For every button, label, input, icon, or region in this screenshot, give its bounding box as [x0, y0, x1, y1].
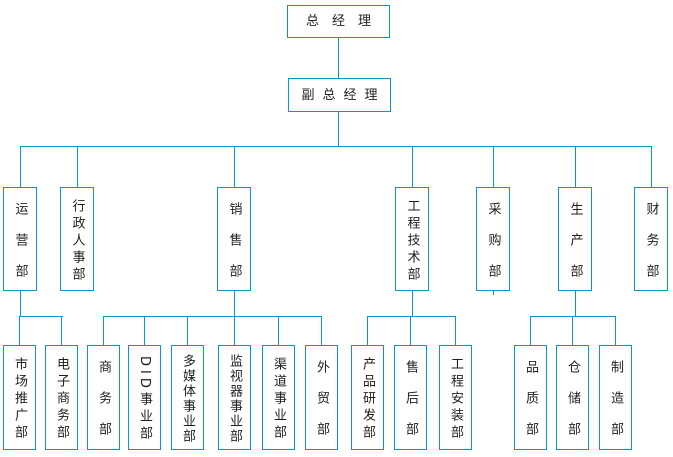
connector-drop-purchasing — [493, 146, 494, 187]
connector-drop-production — [575, 146, 576, 187]
org-node-label: 电子商务部 — [54, 357, 69, 442]
connector-drop-monitor-business — [234, 316, 235, 345]
connector-bus-production-children — [530, 316, 616, 317]
org-node-multimedia-business-dept: 多媒体事业部 — [171, 345, 204, 450]
connector-drop-admin-hr — [77, 146, 78, 187]
connector-bus-engineering-children — [367, 316, 456, 317]
org-node-product-rd-dept: 产品研发部 — [351, 345, 384, 450]
org-node-label: 监视器事业部 — [227, 353, 242, 444]
connector-drop-commerce — [103, 316, 104, 345]
connector-drop-sales — [234, 146, 235, 187]
org-node-label: 财务部 — [643, 201, 659, 295]
connector-drop-foreign-trade — [321, 316, 322, 345]
org-node-channel-business-dept: 渠道事业部 — [262, 345, 295, 450]
connector-stub-sales — [234, 291, 235, 316]
org-node-did-business-dept: DID事业部 — [128, 345, 161, 450]
org-node-operations-dept: 运营部 — [3, 187, 37, 295]
org-node-label: 外贸部 — [314, 360, 329, 453]
connector-stub-operations — [20, 291, 21, 316]
org-node-manufacturing-dept: 制造部 — [599, 345, 632, 453]
org-node-label: 渠道事业部 — [271, 357, 286, 442]
org-node-label: 总经理 — [305, 14, 384, 29]
org-node-label: 制造部 — [608, 360, 623, 453]
connector-drop-after-sales — [410, 316, 411, 345]
connector-stub-purchasing — [493, 291, 494, 295]
connector-drop-manufacturing — [615, 316, 616, 345]
connector-drop-multimedia-business — [187, 316, 188, 345]
connector-deputy-bus — [338, 112, 339, 146]
org-node-foreign-trade-dept: 外贸部 — [305, 345, 338, 453]
org-node-label: 运营部 — [12, 201, 28, 295]
org-node-label: 商务部 — [96, 360, 111, 453]
org-node-general-manager: 总经理 — [287, 5, 390, 38]
connector-stub-engineering — [412, 291, 413, 316]
connector-drop-product-rd — [367, 316, 368, 345]
connector-drop-did-business — [144, 316, 145, 345]
connector-drop-operations — [20, 146, 21, 187]
connector-bus-sales-children — [103, 316, 322, 317]
org-node-monitor-business-dept: 监视器事业部 — [218, 345, 251, 450]
connector-drop-warehouse — [572, 316, 573, 345]
org-node-deputy-general-manager: 副总经理 — [288, 78, 391, 112]
connector-stub-production — [575, 291, 576, 316]
org-node-label: 产品研发部 — [360, 357, 375, 442]
org-node-label: 仓储部 — [565, 360, 580, 453]
org-node-after-sales-dept: 售后部 — [394, 345, 427, 453]
org-node-label: 采购部 — [485, 201, 501, 295]
connector-drop-engineering-installation — [455, 316, 456, 345]
org-node-admin-hr-dept: 行政人事部 — [60, 187, 94, 291]
connector-drop-channel-business — [278, 316, 279, 345]
org-node-warehouse-dept: 仓储部 — [556, 345, 589, 453]
org-node-quality-dept: 品质部 — [514, 345, 547, 453]
org-node-label: 销售部 — [226, 201, 242, 295]
org-node-finance-dept: 财务部 — [634, 187, 668, 295]
connector-drop-marketing-promotion — [19, 316, 20, 345]
connector-drop-ecommerce — [61, 316, 62, 345]
org-node-label: 市场推广部 — [12, 357, 27, 442]
org-node-label: 生产部 — [567, 201, 583, 295]
org-node-label: DID事业部 — [137, 356, 152, 443]
org-node-label: 品质部 — [523, 360, 538, 453]
org-node-commerce-dept: 商务部 — [87, 345, 120, 453]
org-node-label: 售后部 — [403, 360, 418, 453]
org-node-label: 行政人事部 — [69, 198, 85, 284]
org-node-marketing-promotion-dept: 市场推广部 — [3, 345, 36, 450]
org-node-sales-dept: 销售部 — [217, 187, 251, 295]
connector-bus-operations-children — [19, 316, 63, 317]
org-node-engineering-installation-dept: 工程安装部 — [439, 345, 472, 450]
org-node-engineering-tech-dept: 工程技术部 — [395, 187, 429, 291]
connector-level3-bus — [20, 146, 651, 147]
connector-drop-engineering — [412, 146, 413, 187]
org-node-label: 工程技术部 — [404, 198, 420, 284]
org-node-purchasing-dept: 采购部 — [476, 187, 510, 295]
connector-root-deputy — [338, 38, 339, 78]
org-node-label: 多媒体事业部 — [180, 353, 195, 444]
org-node-production-dept: 生产部 — [558, 187, 592, 295]
connector-drop-quality — [530, 316, 531, 345]
connector-drop-finance — [651, 146, 652, 187]
org-node-ecommerce-dept: 电子商务部 — [45, 345, 78, 450]
org-node-label: 副总经理 — [301, 87, 386, 103]
org-node-label: 工程安装部 — [448, 357, 463, 442]
